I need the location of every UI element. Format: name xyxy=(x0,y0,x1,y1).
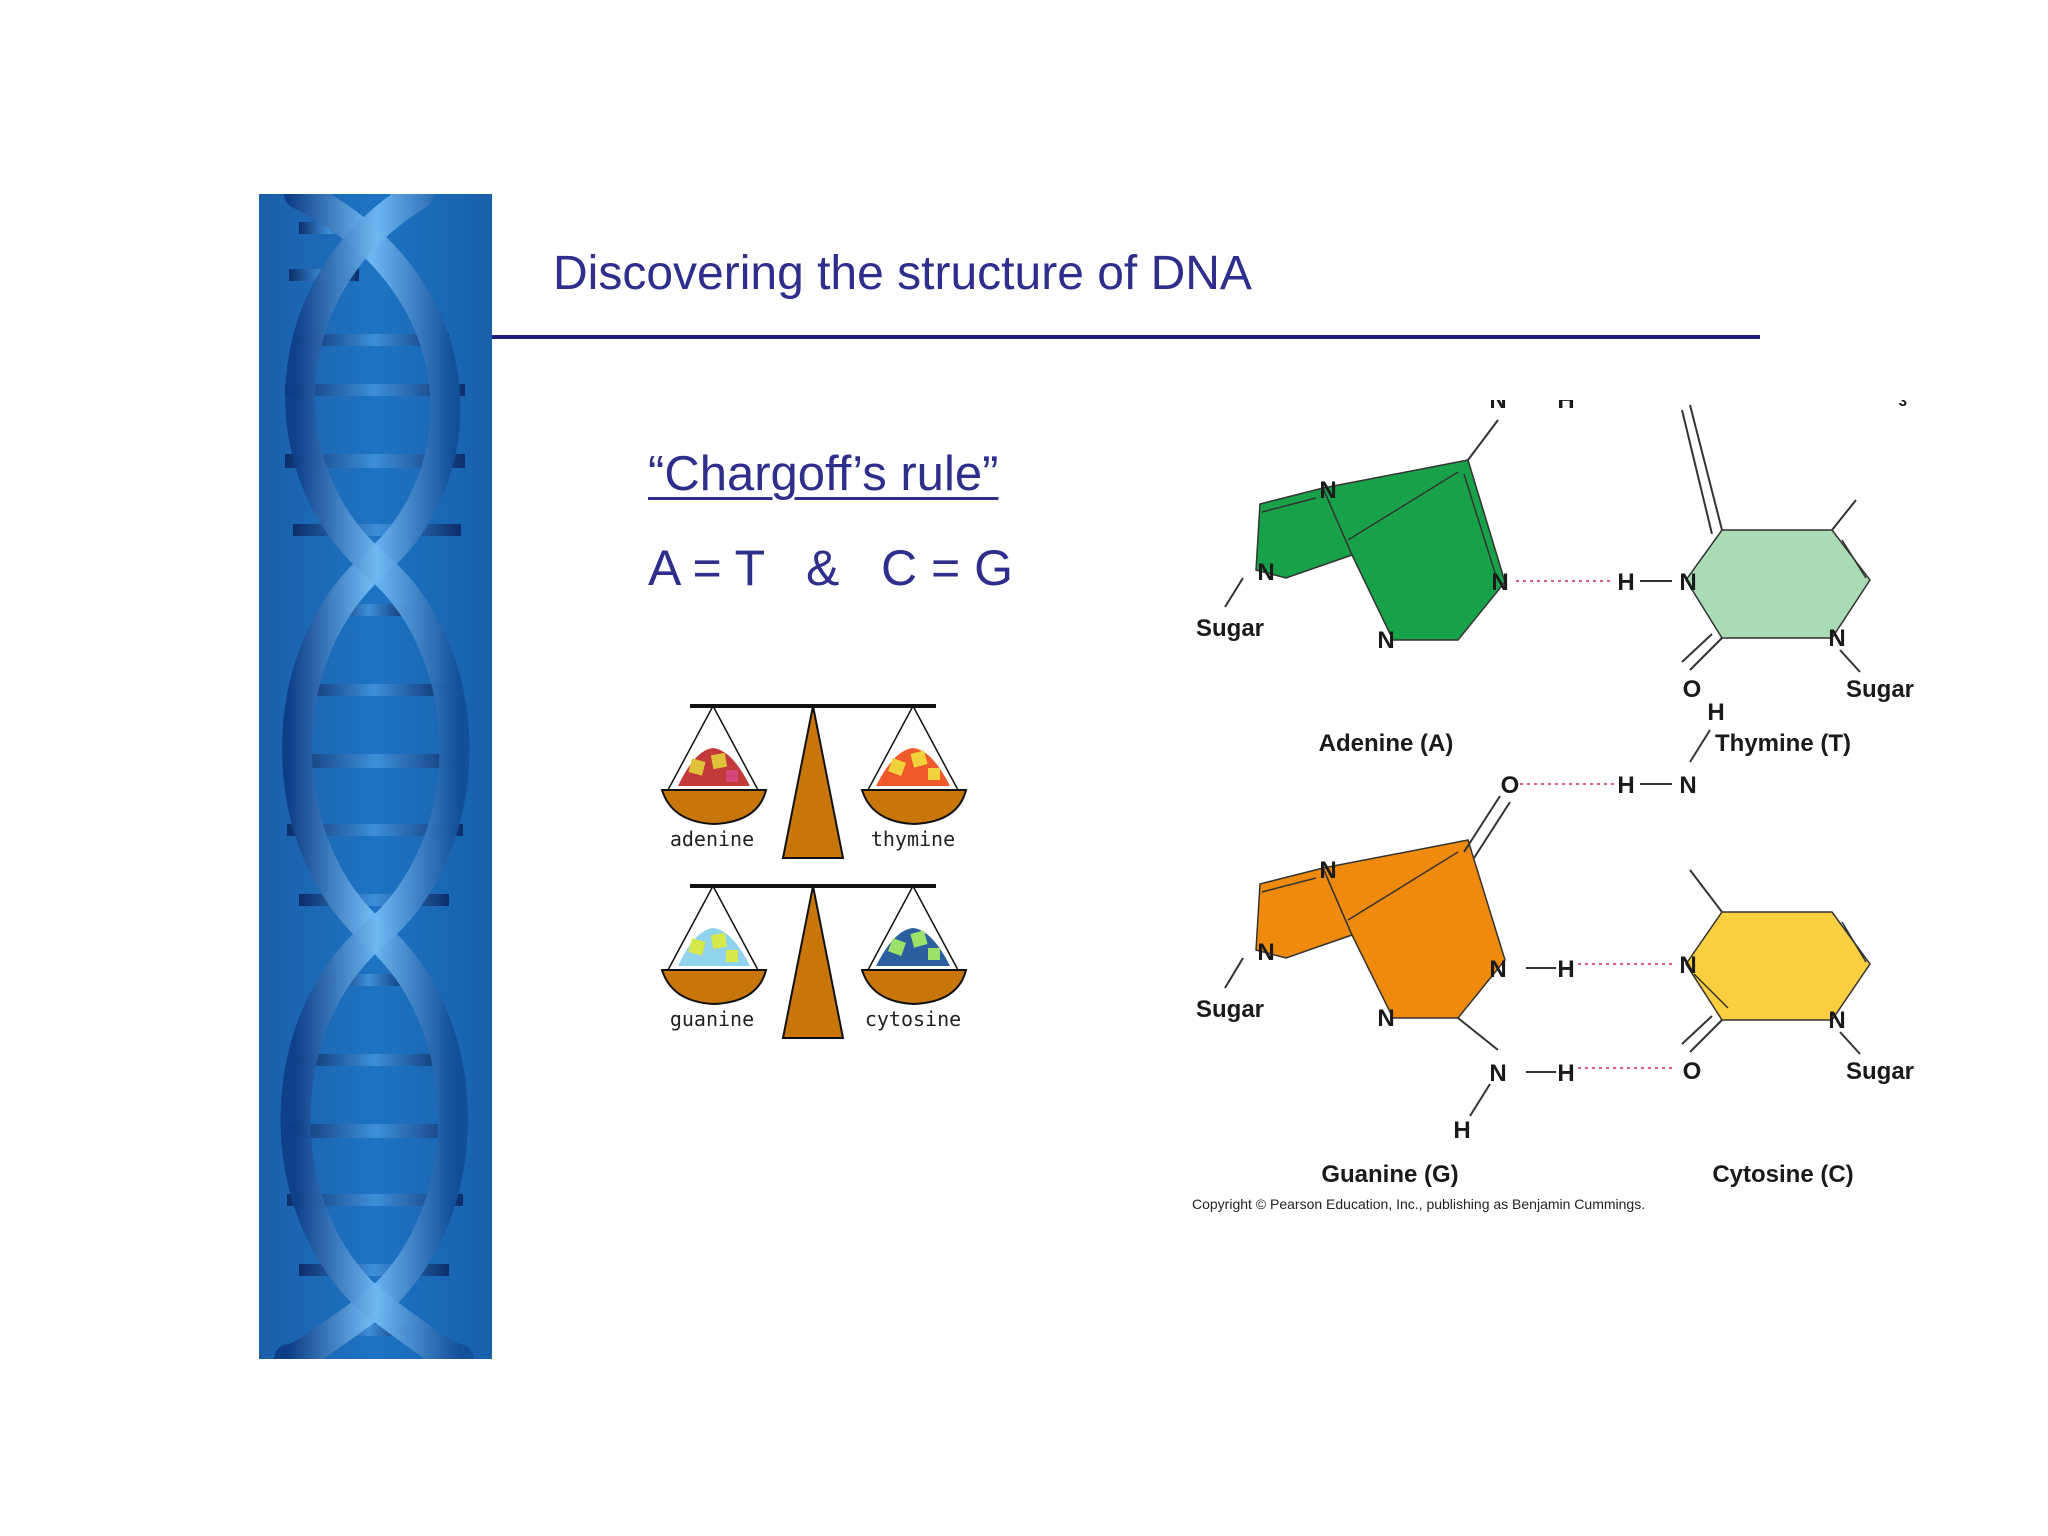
cytosine-atom-h-top: H xyxy=(1707,699,1724,726)
thymine-atom-n3: N xyxy=(1679,569,1696,596)
guanine-atom-n1: N xyxy=(1489,956,1506,983)
adenine-label: adenine xyxy=(670,827,754,851)
guanine-label: guanine xyxy=(670,1007,754,1031)
base-pair-equation: A = T & C = G xyxy=(648,540,1013,596)
cytosine-ring xyxy=(1685,911,1871,1021)
thymine-atom-h3: H xyxy=(1617,569,1634,596)
cytosine-atom-n-amino: N xyxy=(1679,772,1696,799)
guanine-molecule: N N Sugar O N H N N H H Guanine (G) xyxy=(1196,772,1575,1188)
adenine-atom-n1: N xyxy=(1491,569,1508,596)
thymine-atom-o4: O xyxy=(1683,400,1702,404)
adenine-molecule: H N H N N N N Sugar Adenine (A) xyxy=(1196,400,1575,757)
balance-scales-illustration: adenine thymine guanine xyxy=(660,704,968,1039)
adenine-five-ring xyxy=(1255,487,1354,579)
slide-title: Discovering the structure of DNA xyxy=(553,247,1252,300)
guanine-atom-n9: N xyxy=(1257,939,1274,966)
chargaff-rule-heading: “Chargoff’s rule” xyxy=(648,447,999,501)
cytosine-name: Cytosine (C) xyxy=(1712,1161,1853,1188)
guanine-atom-n3: N xyxy=(1377,1005,1394,1032)
thymine-molecule: O CH3 H N N O Sugar Thymine (T) xyxy=(1617,400,1914,757)
guanine-atom-n-amino: N xyxy=(1489,1060,1506,1087)
balance-scale-bottom: guanine cytosine xyxy=(660,884,968,1039)
cytosine-atom-n1: N xyxy=(1828,1007,1845,1034)
cytosine-pan: cytosine xyxy=(860,885,968,1031)
guanine-six-ring xyxy=(1321,839,1506,1019)
thymine-atom-o2: O xyxy=(1683,676,1702,703)
thymine-name: Thymine (T) xyxy=(1715,730,1851,757)
guanine-atom-o6: O xyxy=(1501,772,1520,799)
guanine-five-ring xyxy=(1255,867,1354,959)
adenine-pan: adenine xyxy=(660,705,768,851)
guanine-atom-h-bottom: H xyxy=(1453,1117,1470,1144)
thymine-ring xyxy=(1685,529,1871,639)
guanine-atom-h-amino: H xyxy=(1557,1060,1574,1087)
base-pairing-diagram: H N H N N N N Sugar Adenine (A) O CH3 H … xyxy=(1192,400,1914,1212)
guanine-name: Guanine (G) xyxy=(1321,1161,1458,1188)
adenine-atom-h-amino: H xyxy=(1557,400,1574,414)
thymine-label: thymine xyxy=(871,827,955,851)
adenine-atom-n3: N xyxy=(1377,627,1394,654)
cytosine-atom-h-amino: H xyxy=(1617,772,1634,799)
balance-scale-top: adenine thymine xyxy=(660,704,968,859)
helix-strand-b xyxy=(280,194,474,1359)
cytosine-sugar: Sugar xyxy=(1846,1058,1914,1085)
dna-helix-banner xyxy=(259,194,492,1359)
thymine-atom-n1: N xyxy=(1828,625,1845,652)
guanine-sugar: Sugar xyxy=(1196,996,1264,1023)
thymine-sugar: Sugar xyxy=(1846,676,1914,703)
thymine-pan: thymine xyxy=(860,705,968,851)
cytosine-atom-o2: O xyxy=(1683,1058,1702,1085)
guanine-atom-n7: N xyxy=(1319,857,1336,884)
adenine-atom-n7: N xyxy=(1319,477,1336,504)
adenine-atom-n-amino: N xyxy=(1489,400,1506,414)
guanine-pan: guanine xyxy=(660,885,768,1031)
copyright-notice: Copyright © Pearson Education, Inc., pub… xyxy=(1192,1196,1645,1212)
cytosine-molecule: H H N N N O Sugar Cytosine (C) xyxy=(1617,699,1914,1188)
guanine-atom-h1: H xyxy=(1557,956,1574,983)
title-underline-rule xyxy=(492,335,1760,339)
adenine-atom-n9: N xyxy=(1257,559,1274,586)
adenine-sugar: Sugar xyxy=(1196,615,1264,642)
thymine-ch3: CH3 xyxy=(1864,400,1907,410)
adenine-six-ring xyxy=(1321,459,1506,641)
cytosine-atom-n3: N xyxy=(1679,952,1696,979)
cytosine-label: cytosine xyxy=(865,1007,961,1031)
adenine-name: Adenine (A) xyxy=(1319,730,1454,757)
